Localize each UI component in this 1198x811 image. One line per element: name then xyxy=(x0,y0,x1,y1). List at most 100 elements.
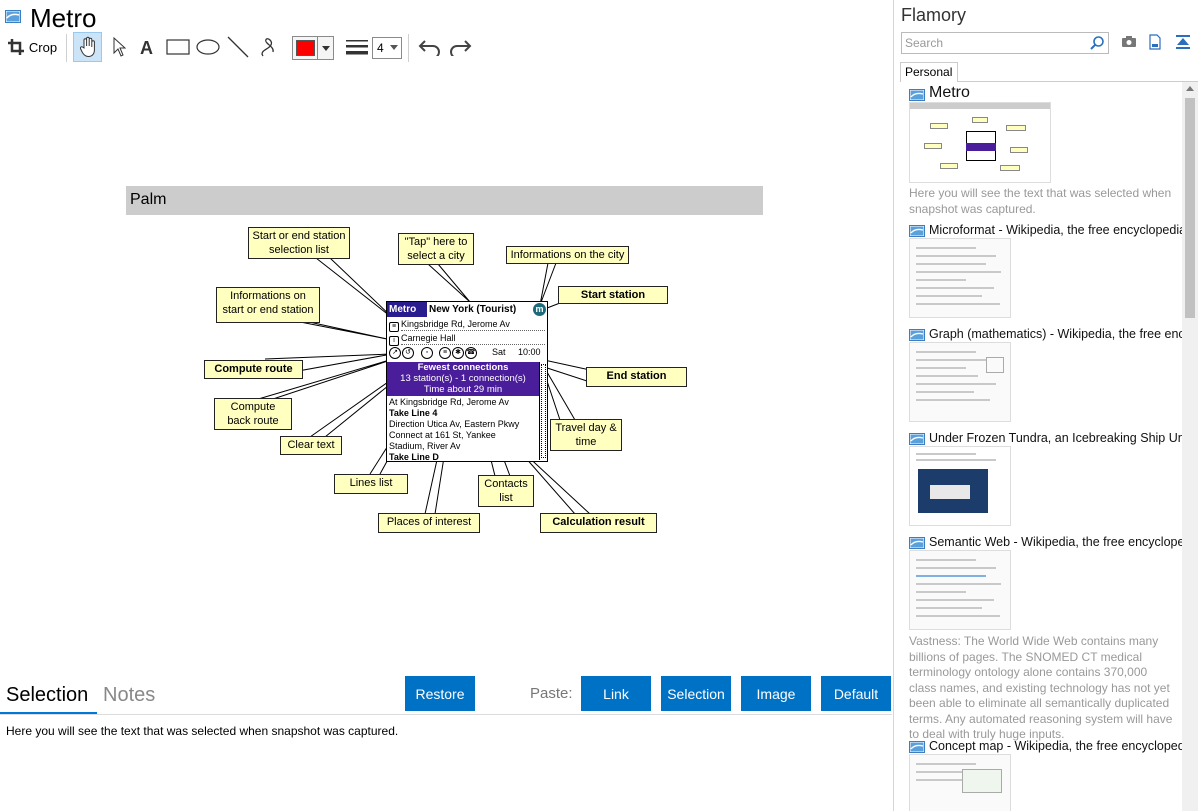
select-tool-button[interactable] xyxy=(106,32,132,62)
callout-travel-day: Travel day & time xyxy=(550,419,622,451)
line-width-value: 4 xyxy=(377,41,384,55)
search-icon[interactable] xyxy=(1089,35,1105,51)
feed-entry[interactable]: Concept map - Wikipedia, the free encycl… xyxy=(909,738,1183,811)
feed-entry[interactable]: Microformat - Wikipedia, the free encycl… xyxy=(909,222,1183,318)
feed-entry-header: Graph (mathematics) - Wikipedia, the fre… xyxy=(909,326,1183,343)
feed-entry[interactable]: Semantic Web - Wikipedia, the free encyc… xyxy=(909,534,1183,741)
ellipse-icon xyxy=(196,39,220,55)
list-item: At Kingsbridge Rd, Jerome Av xyxy=(389,397,509,407)
toolbar-divider xyxy=(66,34,67,62)
feed-entry-title: Metro xyxy=(929,86,970,101)
crop-button[interactable]: Crop xyxy=(6,32,58,62)
line-width-button[interactable] xyxy=(343,32,370,62)
undo-icon xyxy=(418,40,440,56)
metro-badge-icon: m xyxy=(533,303,546,316)
info-icon: i xyxy=(389,336,399,346)
line-icon xyxy=(227,36,249,58)
palm-divider xyxy=(401,344,545,345)
ellipse-tool-button[interactable] xyxy=(194,32,222,62)
tab-divider xyxy=(958,81,1198,82)
list-item: Stadium, River Av xyxy=(389,441,461,451)
search-input[interactable]: Search xyxy=(901,32,1109,54)
feed-entry[interactable]: Under Frozen Tundra, an Icebreaking Ship… xyxy=(909,430,1183,526)
text-tool-button[interactable]: A xyxy=(134,32,160,62)
feed-entry-header: Microformat - Wikipedia, the free encycl… xyxy=(909,222,1183,239)
callout-contacts-list: Contacts list xyxy=(478,475,534,507)
line-width-select[interactable]: 4 xyxy=(372,37,402,59)
paste-default-button[interactable]: Default xyxy=(821,676,891,711)
page-title: Metro xyxy=(30,3,97,33)
tab-divider xyxy=(0,714,892,715)
restore-button[interactable]: Restore xyxy=(405,676,475,711)
places-of-interest-icon: ✱ xyxy=(452,347,464,359)
svg-text:A: A xyxy=(140,38,153,56)
redo-button[interactable] xyxy=(446,32,474,62)
palm-start-station: Kingsbridge Rd, Jerome Av xyxy=(401,319,510,329)
feed-entry-header: Concept map - Wikipedia, the free encycl… xyxy=(909,738,1183,755)
rectangle-tool-button[interactable] xyxy=(164,32,192,62)
paste-selection-button[interactable]: Selection xyxy=(661,676,731,711)
document-icon[interactable] xyxy=(1148,34,1162,50)
palm-result-line: 13 station(s) - 1 connection(s) xyxy=(400,373,526,384)
paste-image-button[interactable]: Image xyxy=(741,676,811,711)
text-icon: A xyxy=(140,38,153,56)
list-item: Take Line D xyxy=(389,452,439,462)
chevron-down-icon xyxy=(390,45,398,50)
palm-end-station: Carnegie Hall xyxy=(401,333,456,343)
snapshot-thumbnail xyxy=(909,754,1011,811)
callout-compute-back-route: Compute back route xyxy=(214,398,292,430)
palm-route-list: At Kingsbridge Rd, Jerome Av Take Line 4… xyxy=(389,397,537,462)
sidebar-title: Flamory xyxy=(901,5,967,25)
scroll-up-icon[interactable] xyxy=(1186,86,1194,91)
callout-clear-text: Clear text xyxy=(280,436,342,455)
flamory-sidebar: Flamory Search Personal xyxy=(895,0,1198,811)
selection-text[interactable]: Here you will see the text that was sele… xyxy=(6,724,399,738)
toolbar: Crop A xyxy=(0,32,894,62)
feed-entry-title: Under Frozen Tundra, an Icebreaking Ship… xyxy=(929,431,1183,445)
color-picker[interactable] xyxy=(292,36,334,60)
list-item: Direction Utica Av, Eastern Pkwy xyxy=(389,419,520,429)
snapshot-header-title: Palm xyxy=(130,191,167,208)
feed-entry[interactable]: Metro Here you will see the text that wa… xyxy=(909,86,1183,216)
tab-selection[interactable]: Selection xyxy=(6,684,89,706)
callout-start-end-list: Start or end station selection list xyxy=(248,227,350,259)
freehand-icon xyxy=(261,38,274,57)
feed-entry-title: Microformat - Wikipedia, the free encycl… xyxy=(929,223,1183,237)
callout-compute-route: Compute route xyxy=(204,360,303,379)
snapshot-icon xyxy=(909,225,925,237)
collapse-icon[interactable] xyxy=(1175,34,1191,50)
scrollbar-thumb[interactable] xyxy=(1185,98,1195,318)
snapshot-icon xyxy=(909,329,925,341)
sidebar-scrollbar[interactable] xyxy=(1182,82,1198,811)
tab-personal[interactable]: Personal xyxy=(900,62,958,82)
chevron-down-icon[interactable] xyxy=(317,37,333,59)
undo-button[interactable] xyxy=(416,32,444,62)
feed-entry-title: Semantic Web - Wikipedia, the free encyc… xyxy=(929,535,1183,549)
feed-entry-header: Semantic Web - Wikipedia, the free encyc… xyxy=(909,534,1183,551)
palm-button-row: ↗ ↺ ▫ ≡ ✱ ☎ Sat 10:00 xyxy=(388,346,547,360)
line-tool-button[interactable] xyxy=(224,32,252,62)
hand-tool-button[interactable] xyxy=(73,32,102,62)
clear-text-icon: ▫ xyxy=(421,347,433,359)
active-tab-indicator xyxy=(0,712,97,715)
snapshot-thumbnail xyxy=(909,238,1011,318)
feed-entry[interactable]: Graph (mathematics) - Wikipedia, the fre… xyxy=(909,326,1183,422)
crop-label: Crop xyxy=(28,39,58,55)
app-icon xyxy=(5,10,21,23)
hand-icon xyxy=(79,36,95,58)
callout-calculation-result: Calculation result xyxy=(540,513,657,533)
freehand-tool-button[interactable] xyxy=(254,32,282,62)
palm-day: Sat xyxy=(492,347,506,357)
list-icon: ≡ xyxy=(389,322,399,332)
callout-start-station: Start station xyxy=(558,286,668,304)
camera-icon[interactable] xyxy=(1121,34,1137,48)
rectangle-icon xyxy=(166,39,190,55)
tab-notes[interactable]: Notes xyxy=(103,684,156,706)
paste-link-button[interactable]: Link xyxy=(581,676,651,711)
bottom-tab-bar: Selection Notes Restore Paste: Link Sele… xyxy=(0,676,892,715)
callout-lines-list: Lines list xyxy=(334,474,408,494)
callout-end-station: End station xyxy=(586,367,687,387)
crop-icon xyxy=(7,39,24,55)
palm-titlebar: Metro New York (Tourist) m xyxy=(387,302,547,317)
